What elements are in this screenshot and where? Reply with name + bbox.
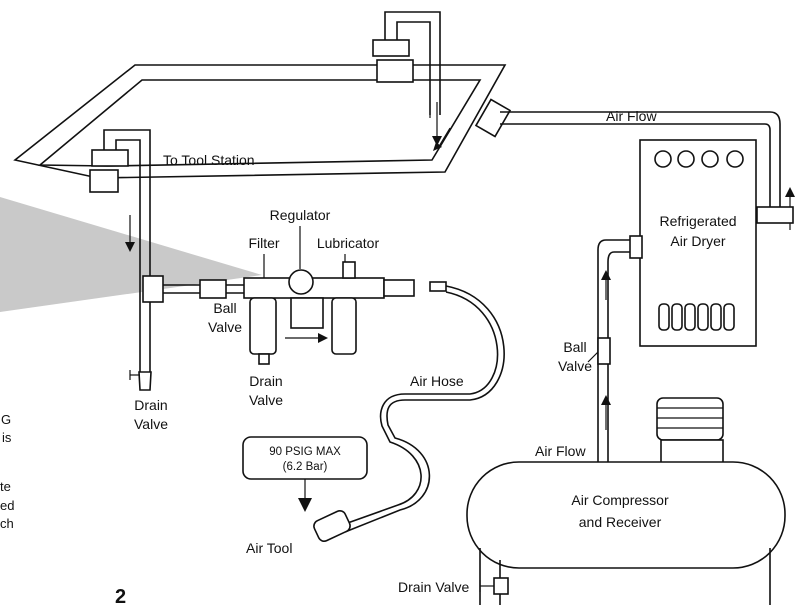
air-tool-label: Air Tool — [246, 540, 292, 556]
lubricator-bowl — [331, 297, 357, 355]
edge-text-5: ch — [0, 516, 14, 531]
to-tool-station-label: To Tool Station — [163, 152, 255, 168]
ball-valve-left-line2: Valve — [208, 319, 242, 335]
air-tool — [313, 510, 351, 542]
dryer-vent-1 — [658, 303, 670, 331]
hose-connector — [429, 281, 447, 292]
dryer-inlet-fitting — [756, 206, 794, 224]
left-tee-fitting — [91, 149, 129, 167]
left-tee-to-frl — [142, 275, 164, 303]
ball-valve-right-line2: Valve — [558, 358, 592, 374]
drain-valve-frl-line1: Drain — [249, 373, 282, 389]
frl-flow-arrow-head — [318, 333, 328, 343]
diag-arrow-head — [433, 142, 442, 151]
edge-text-1: G — [1, 412, 11, 427]
frl-outlet — [383, 279, 415, 297]
dryer-to-compressor-pipe — [597, 239, 630, 462]
top-riser-pipe-inner — [396, 21, 431, 115]
lubricator-label: Lubricator — [317, 235, 380, 251]
air-flow-bottom-label: Air Flow — [535, 443, 586, 459]
edge-text-3: te — [0, 479, 11, 494]
left-loop-fitting — [89, 169, 119, 193]
lubricator-cap — [342, 261, 356, 279]
dryer-vent-4 — [697, 303, 709, 331]
top-tee-fitting — [372, 39, 410, 57]
drain-valve-left-line1: Drain — [134, 397, 167, 413]
left-riser-pipe — [103, 129, 151, 372]
ball-valve-right-leader — [587, 351, 599, 363]
air-hose-label: Air Hose — [410, 373, 464, 389]
flow-arrow-down-top-head — [432, 136, 442, 146]
air-hose — [341, 285, 505, 533]
pressure-note-line2: (6.2 Bar) — [283, 461, 328, 473]
dryer-vent-5 — [710, 303, 722, 331]
dryer-dial-3 — [701, 150, 719, 168]
dryer-vent-6 — [723, 303, 735, 331]
receiver-tank — [466, 461, 786, 569]
filter-drain — [258, 353, 270, 365]
flow-arrow-up-r2-head — [601, 395, 611, 405]
ball-valve-left — [199, 279, 227, 299]
dryer-dial-1 — [654, 150, 672, 168]
top-riser-pipe — [384, 11, 441, 115]
dryer-vent-2 — [671, 303, 683, 331]
air-flow-top-label: Air Flow — [606, 108, 657, 124]
filter-label: Filter — [248, 235, 279, 251]
edge-text-4: ed — [0, 498, 14, 513]
drain-valve-left-body — [138, 371, 152, 391]
flow-arrow-up-dryer-head — [785, 187, 795, 197]
dryer-dial-4 — [726, 150, 744, 168]
overhead-pipe-loop — [13, 64, 507, 179]
drain-valve-frl-line2: Valve — [249, 392, 283, 408]
diag-arrow — [437, 127, 451, 149]
dryer-dial-2 — [677, 150, 695, 168]
frl-manifold — [243, 277, 385, 299]
flow-arrow-up-r1-head — [601, 270, 611, 280]
pipe-to-ball-valve — [163, 284, 200, 294]
top-loop-fitting — [376, 59, 414, 83]
drain-valve-left-line2: Valve — [134, 416, 168, 432]
drain-valve-bottom-label: Drain Valve — [398, 579, 470, 595]
flow-arrow-down-left-head — [125, 242, 135, 252]
right-elbow-fitting — [474, 98, 512, 138]
ball-valve-left-line1: Ball — [213, 300, 236, 316]
drain-valve-bottom — [493, 577, 509, 595]
dryer-outlet-fitting — [629, 235, 643, 259]
filter-bowl — [249, 297, 277, 355]
pressure-callout-pointer-head — [298, 498, 312, 512]
regulator-label: Regulator — [270, 207, 331, 223]
dryer-label-line2: Air Dryer — [670, 233, 726, 249]
tank-legs — [479, 548, 771, 605]
pipe-to-dryer — [500, 111, 781, 207]
ball-valve-right-line1: Ball — [563, 339, 586, 355]
regulator-gauge — [288, 269, 314, 295]
illumination-wedge — [0, 197, 262, 312]
compressor-label-line1: Air Compressor — [571, 492, 669, 508]
page-number: 2 — [115, 586, 126, 605]
compressor-label-line2: and Receiver — [579, 514, 662, 530]
compressor-head-fins — [656, 397, 724, 441]
pipe-to-filter — [226, 284, 244, 294]
regulator-body — [290, 297, 324, 329]
dryer-vent-3 — [684, 303, 696, 331]
pressure-note-line1: 90 PSIG MAX — [269, 446, 341, 458]
ball-valve-right — [597, 337, 611, 365]
dryer-label-line1: Refrigerated — [659, 213, 736, 229]
edge-text-2: is — [2, 430, 12, 445]
